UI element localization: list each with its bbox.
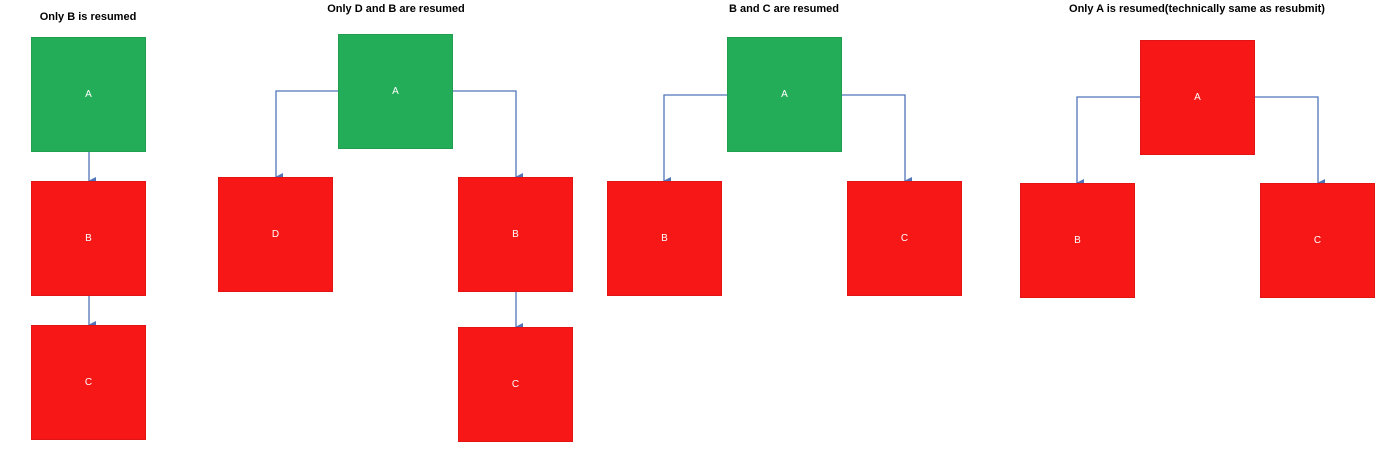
edge-a-c [1254,96,1325,187]
node-a: A [727,37,842,152]
edge-a-b [453,90,523,181]
node-c: C [1260,183,1375,298]
node-a: A [338,34,453,149]
node-a: A [31,37,146,152]
node-c: C [458,327,573,442]
node-b: B [458,177,573,292]
edge-a-d [275,90,338,181]
node-c: C [31,325,146,440]
node-d: D [218,177,333,292]
edge-a-c [842,94,912,185]
node-c: C [847,181,962,296]
scenario-title: Only B is resumed [39,11,137,23]
edge-a-b [663,94,727,185]
edge-a-b [1076,96,1140,187]
node-b: B [31,181,146,296]
scenario-title: Only A is resumed(technically same as re… [1069,3,1325,15]
scenario-title: Only D and B are resumed [327,3,465,15]
node-a: A [1140,40,1255,155]
scenario-title: B and C are resumed [728,3,840,15]
node-b: B [607,181,722,296]
node-b: B [1020,183,1135,298]
